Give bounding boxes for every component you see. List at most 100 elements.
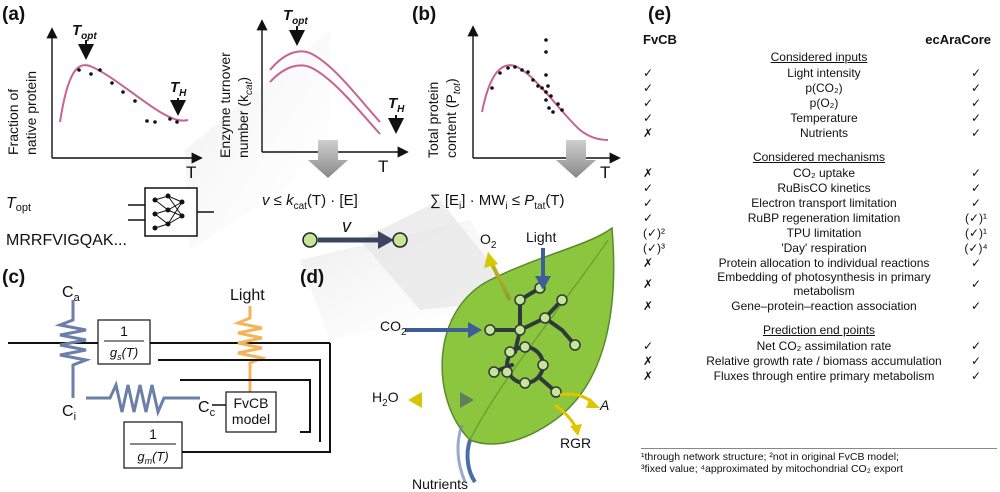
row-label: Light intensity [787,65,861,80]
table-row: ✗CO₂ uptake✓ [641,165,997,180]
curve-native-protein [59,64,189,123]
ylabel-native-protein-2: native protein [23,71,39,155]
ecaracore-mark: (✓)¹ [964,210,988,225]
ecaracore-mark: ✓ [970,65,982,80]
fvcb-mark: ✓ [643,180,654,195]
curve-protein-content [481,64,609,141]
section-title: Considered inputs [770,50,868,64]
panel-c-circuit: Ca Ci 1 gs(T) Light Cc FvCB model 1 gm(T… [8,284,331,469]
table-row: ✗Gene–protein–reaction association✓ [641,298,997,313]
down-arrow-a [308,140,348,178]
light-resistor [232,306,268,392]
data-points-native-protein [77,68,179,124]
col-ecaracore: ecAraCore [925,32,991,47]
curve-kcat-lower [269,64,381,135]
table-row: ✓ RuBisCO kinetics ✓ [641,180,997,195]
table-row: ✓Net CO₂ assimilation rate✓ [641,338,997,353]
ylabel-protein-2: content (Ptot) [443,78,463,158]
flux-arrow: v [302,216,408,249]
table-row: (✓)³'Day' respiration(✓)⁴ [641,240,997,255]
fvcb-mark: ✗ [643,298,654,313]
xlabel-kcat: T [378,157,388,176]
flux-symbol: v [342,216,352,236]
panel-label-e: (e) [648,4,671,25]
fvcb-mark: ✗ [643,277,654,291]
th-label-kcat: TH [388,95,405,115]
table-row: ✓p(CO₂)✓ [641,80,997,95]
row-label: Nutrients [799,125,849,140]
topt-label-a: Topt [72,22,97,42]
kcat-equation: v ≤ kcat(T) · [E] [262,192,358,212]
table-row: ✓ p(O₂) ✓ [641,95,997,110]
panel-label-c: (c) [2,267,25,288]
down-arrow-b [556,140,596,178]
xlabel-protein: T [600,163,610,182]
row-label: RuBisCO kinetics [777,180,871,195]
gm-denominator: gm(T) [137,449,168,466]
row-label: TPU limitation [786,225,862,240]
fvcb-mark: (✓)³ [643,240,666,255]
ecaracore-mark: ✓ [970,353,982,368]
row-label: Relative growth rate / biomass accumulat… [706,353,942,368]
rgr-label: RGR [560,435,591,451]
ylabel-protein-1: Total protein [425,82,441,158]
fvcb-mark: ✓ [643,210,654,225]
fvcb-mark: ✓ [643,95,654,110]
protein-equation: ∑ [Ei] · MWi ≤ Ptat(T) [430,192,565,212]
fvcb-mark: ✓ [643,80,654,95]
row-label: Temperature [790,110,858,125]
table-header: FvCB ecAraCore [641,32,997,50]
footnote-line-1: ¹through network structure; ²not in orig… [641,451,899,463]
fvcb-mark: ✗ [643,368,654,383]
table-row: ✗Fluxes through entire primary metabolis… [641,368,997,383]
fvcb-mark: ✓ [643,195,654,210]
ylabel-kcat-2: number (kcat) [235,77,255,158]
shade-wedge-center [360,200,520,310]
fvcb-model-line2: model [232,411,270,427]
row-label: Embedding of photosynthesis in primary m… [717,270,931,298]
fvcb-mark: ✓ [643,65,654,80]
table-row: ✗ Protein allocation to individual reacti… [641,255,997,270]
leaf-body [441,226,615,445]
table-row: ✓ Light intensity ✓ [641,65,997,80]
row-label: p(CO₂) [805,80,843,95]
table-row: ✓ RuBP regeneration limitation (✓)¹ [641,210,997,225]
light-label-d: Light [526,229,556,245]
topt-label-kcat: Topt [283,7,308,27]
fvcb-model-line1: FvCB [234,395,269,411]
metabolite-nodes [484,282,581,398]
neural-network-box [128,187,214,237]
ecaracore-mark: ✓ [970,298,982,313]
row-label: p(O₂) [809,95,839,110]
table-row: ✓Temperature✓ [641,110,997,125]
h2o-label: H2O [372,389,399,409]
gs-numerator: 1 [120,323,128,339]
fvcb-mark: ✗ [643,255,654,270]
row-label: Net CO₂ assimilation rate [756,338,892,353]
col-fvcb: FvCB [643,32,677,47]
gs-box [97,319,151,365]
row-label: 'Day' respiration [781,240,867,255]
ecaracore-mark: ✓ [970,255,982,270]
row-label: RuBP regeneration limitation [747,210,901,225]
leaf-stalk [465,439,477,484]
row-label: Protein allocation to individual reactio… [718,255,930,270]
ecaracore-mark: ✓ [970,180,982,195]
shade-wedge-a [185,30,330,250]
table-footnote: ¹through network structure; ²not in orig… [641,448,997,475]
fvcb-mark: ✓ [643,110,654,125]
ecaracore-mark: ✓ [970,195,982,210]
fvcb-mark: ✓ [643,338,654,353]
table-row: ✓Electron transport limitation✓ [641,195,997,210]
xlabel-native-protein: T [186,163,196,182]
ecaracore-mark: ✓ [970,277,982,291]
ecaracore-mark: ✓ [970,95,982,110]
gm-numerator: 1 [149,426,157,442]
a-label: A [599,397,609,413]
ecaracore-mark: ✓ [970,165,982,180]
section-title: Prediction end points [762,323,876,337]
data-points-protein-content [490,38,564,114]
ci-label: Ci [62,403,76,423]
footnote-line-2: ³fixed value; ⁴approximated by mitochond… [641,463,903,475]
